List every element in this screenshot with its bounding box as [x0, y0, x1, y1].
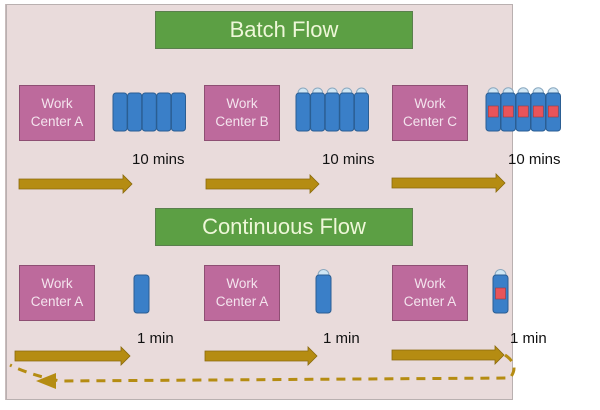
bottle-label [495, 287, 506, 300]
diagram-frame [6, 4, 513, 400]
bottle-body [295, 92, 311, 132]
bottle-item [515, 87, 531, 132]
work-center-label: Work Center A [403, 276, 457, 309]
return-loop-dashed [9, 353, 516, 383]
bottle-item [112, 92, 128, 132]
bottle-body [315, 274, 332, 314]
work-center-label: Work Center B [215, 96, 269, 129]
batch-work-center-a: Work Center A [19, 85, 95, 141]
work-center-label: Work Center C [402, 96, 458, 129]
batch-time-a: 10 mins [132, 151, 185, 168]
batch-flow-title: Batch Flow [155, 11, 413, 49]
bottle-cap [341, 87, 353, 94]
batch-time-c: 10 mins [508, 151, 561, 168]
bottle-body [324, 92, 340, 132]
bottle-body [310, 92, 326, 132]
bottle-cap [502, 87, 515, 94]
bottle-item [545, 87, 561, 132]
bottle-label [502, 105, 514, 118]
bottle-item [492, 269, 509, 314]
continuous-work-center-1: Work Center A [19, 265, 95, 321]
bottle-item [170, 92, 186, 132]
bottle-label [547, 105, 559, 118]
bottle-item [127, 92, 143, 132]
bottle-item [315, 269, 332, 314]
bottle-cap [297, 87, 309, 94]
work-center-label: Work Center A [30, 276, 84, 309]
bottle-label [532, 105, 544, 118]
bottle-item [500, 87, 516, 132]
batch-time-b: 10 mins [322, 151, 375, 168]
return-loop-arrowhead [36, 373, 56, 389]
bottle-item [310, 87, 326, 132]
bottle-cap [312, 87, 324, 94]
bottle-item [485, 87, 501, 132]
bottle-item [295, 87, 311, 132]
work-center-label: Work Center A [215, 276, 269, 309]
batch-arrow-3 [391, 173, 506, 193]
continuous-arrow-3 [391, 345, 505, 365]
continuous-arrow-2 [204, 346, 318, 366]
continuous-time-2: 1 min [323, 330, 360, 347]
bottle-body [127, 92, 143, 132]
bottle-item [133, 274, 150, 314]
bottle-body [170, 92, 186, 132]
bottle-label [517, 105, 529, 118]
continuous-work-center-2: Work Center A [204, 265, 280, 321]
bottle-cap [317, 269, 330, 276]
batch-arrow-1 [18, 174, 133, 194]
bottle-body [339, 92, 355, 132]
bottle-cap [494, 269, 507, 276]
bottle-body [156, 92, 172, 132]
bottle-body [353, 92, 369, 132]
bottle-item [324, 87, 340, 132]
continuous-time-3: 1 min [510, 330, 547, 347]
bottle-body [133, 274, 150, 314]
bottle-cap [487, 87, 500, 94]
bottle-cap [517, 87, 530, 94]
bottle-cap [547, 87, 560, 94]
batch-work-center-b: Work Center B [204, 85, 280, 141]
bottle-item [156, 92, 172, 132]
bottle-cap [326, 87, 338, 94]
continuous-arrow-1 [14, 346, 131, 366]
bottle-item [353, 87, 369, 132]
batch-arrow-2 [205, 174, 320, 194]
continuous-work-center-3: Work Center A [392, 265, 468, 321]
batch-work-center-c: Work Center C [392, 85, 468, 141]
bottle-item [530, 87, 546, 132]
continuous-time-1: 1 min [137, 330, 174, 347]
work-center-label: Work Center A [30, 96, 84, 129]
bottle-cap [355, 87, 368, 94]
bottle-item [141, 92, 157, 132]
bottle-label [487, 105, 499, 118]
bottle-body [112, 92, 128, 132]
continuous-flow-title: Continuous Flow [155, 208, 413, 246]
bottle-cap [532, 87, 545, 94]
bottle-item [339, 87, 355, 132]
bottle-body [141, 92, 157, 132]
